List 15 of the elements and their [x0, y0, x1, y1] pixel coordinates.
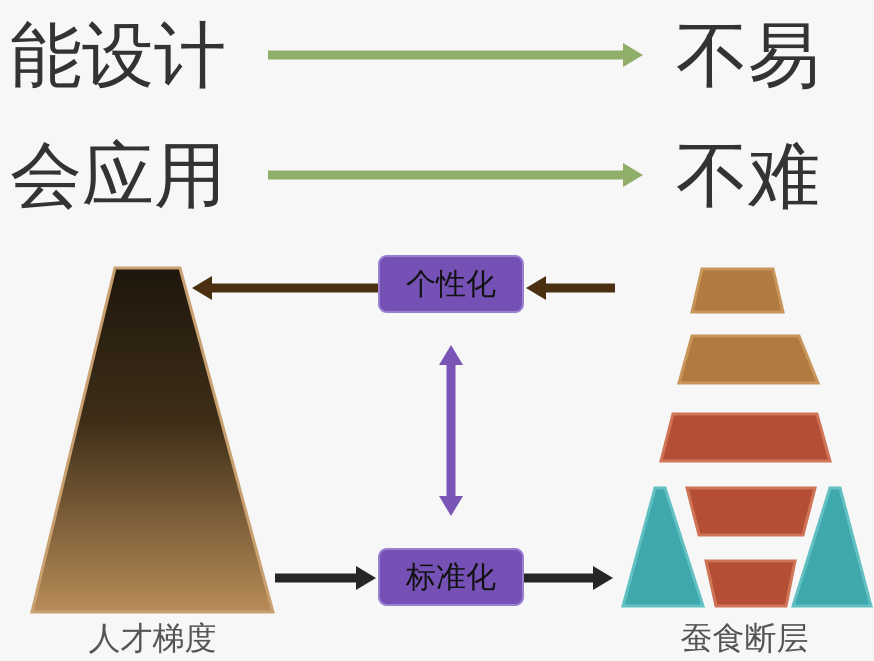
title-text: 不易 [645, 10, 820, 100]
arrow [275, 566, 376, 590]
caption-text: 人才梯度 [88, 618, 218, 659]
arrow [192, 276, 378, 300]
arrow [439, 345, 463, 516]
process-box: 标准化 [378, 548, 524, 606]
title-text: 不难 [645, 130, 820, 220]
caption-text: 蚕食断层 [680, 618, 810, 659]
arrow [268, 163, 643, 187]
arrow [268, 43, 643, 67]
process-box: 个性化 [378, 255, 524, 313]
title-text: 会应用 [10, 130, 268, 220]
arrow [524, 566, 613, 590]
arrow [526, 276, 615, 300]
title-text: 能设计 [10, 10, 268, 100]
